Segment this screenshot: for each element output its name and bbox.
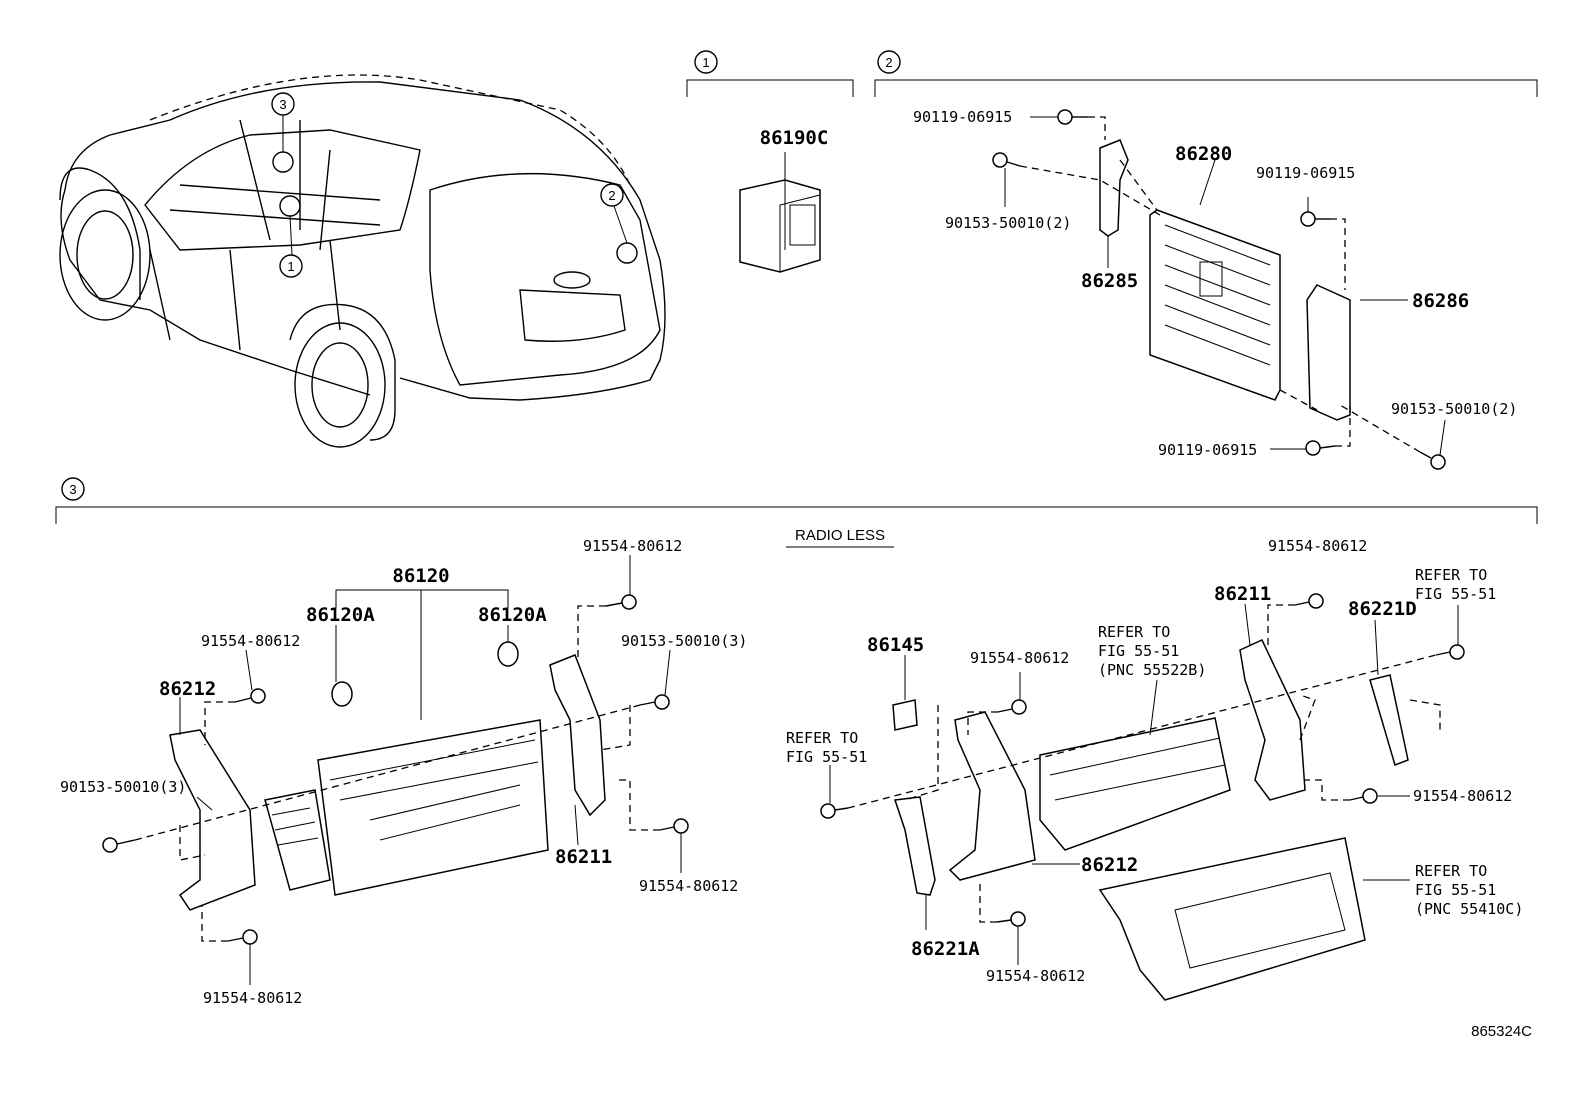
label-86120A-left: 86120A [306,604,375,626]
label-86280: 86280 [1175,143,1232,165]
label-86211-right: 86211 [1214,583,1271,605]
refer-3-line-2: FIG 55-51 [786,748,867,766]
refer-4-line-2: FIG 55-51 [1415,881,1496,899]
refer-2-line-1: REFER TO [1415,566,1487,584]
label-90153-50010-2-b: 90153-50010(2) [1391,400,1517,418]
label-86120A-right: 86120A [478,604,547,626]
vehicle-callout-1: 1 [287,259,294,274]
vehicle-callout-2: 2 [608,188,615,203]
label-86145: 86145 [867,634,924,656]
bolt [1349,788,1378,804]
bolt [659,818,689,834]
label-91554-80612-l3: 91554-80612 [639,877,738,895]
refer-4-line-1: REFER TO [1415,862,1487,880]
bolt [820,803,849,819]
vehicle-callout-3: 3 [279,97,286,112]
label-86190C: 86190C [760,127,829,149]
section-2-number: 2 [885,55,892,70]
bolt [1294,593,1324,609]
label-91554-80612-l2: 91554-80612 [201,632,300,650]
refer-2-line-2: FIG 55-51 [1415,585,1496,603]
diagram-code: 865324C [1471,1023,1532,1040]
vehicle-illustration: 3 2 1 [59,74,666,448]
label-90153-50010-3-a: 90153-50010(3) [621,632,747,650]
bolt [997,699,1027,715]
label-86120: 86120 [392,565,449,587]
label-86211-left: 86211 [555,846,612,868]
radio-assembly: 86120 86120A 86120A 91554-80612 91554-80… [60,537,747,1007]
section-3-number: 3 [69,482,76,497]
refer-1-line-3: (PNC 55522B) [1098,661,1206,679]
bolt [605,594,637,610]
bolt [1305,440,1336,456]
display-bracket-assembly: 86145 91554-80612 REFER TO FIG 55-51 (PN… [786,537,1523,1001]
section-1-frame: 1 [686,50,854,97]
bolt [996,911,1026,927]
section-3-frame: 3 RADIO LESS [55,477,1538,548]
label-91554-80612-r2: 91554-80612 [1268,537,1367,555]
refer-4-line-3: (PNC 55410C) [1415,900,1523,918]
label-91554-80612-l4: 91554-80612 [203,989,302,1007]
amplifier-assembly: 90119-06915 86280 90119-06915 90153-5001… [913,108,1517,470]
refer-1-line-2: FIG 55-51 [1098,642,1179,660]
bolt [1057,109,1088,125]
label-86212-left: 86212 [159,678,216,700]
radio-less-heading: RADIO LESS [795,527,885,544]
label-86212-right: 86212 [1081,854,1138,876]
bolt [234,688,266,704]
label-90153-50010-3-b: 90153-50010(3) [60,778,186,796]
bolt [992,152,1021,168]
label-90119-06915-b: 90119-06915 [1256,164,1355,182]
label-86285: 86285 [1081,270,1138,292]
label-86221A: 86221A [911,938,980,960]
label-91554-80612-r1: 91554-80612 [970,649,1069,667]
label-91554-80612-r4: 91554-80612 [986,967,1085,985]
section-2-frame: 2 [874,50,1538,97]
bolt [639,694,670,710]
refer-3-line-1: REFER TO [786,729,858,747]
switch-86190C: 86190C [739,127,829,273]
bolt [1435,644,1465,660]
bolt [1419,451,1446,470]
bolt [227,929,258,945]
label-90119-06915-c: 90119-06915 [1158,441,1257,459]
label-90153-50010-2-a: 90153-50010(2) [945,214,1071,232]
section-1-number: 1 [702,55,709,70]
label-86221D: 86221D [1348,598,1417,620]
label-91554-80612-r3: 91554-80612 [1413,787,1512,805]
label-91554-80612-l1: 91554-80612 [583,537,682,555]
bolt [102,837,136,853]
label-90119-06915-a: 90119-06915 [913,108,1012,126]
refer-1-line-1: REFER TO [1098,623,1170,641]
label-86286: 86286 [1412,290,1469,312]
bolt [1300,211,1330,227]
